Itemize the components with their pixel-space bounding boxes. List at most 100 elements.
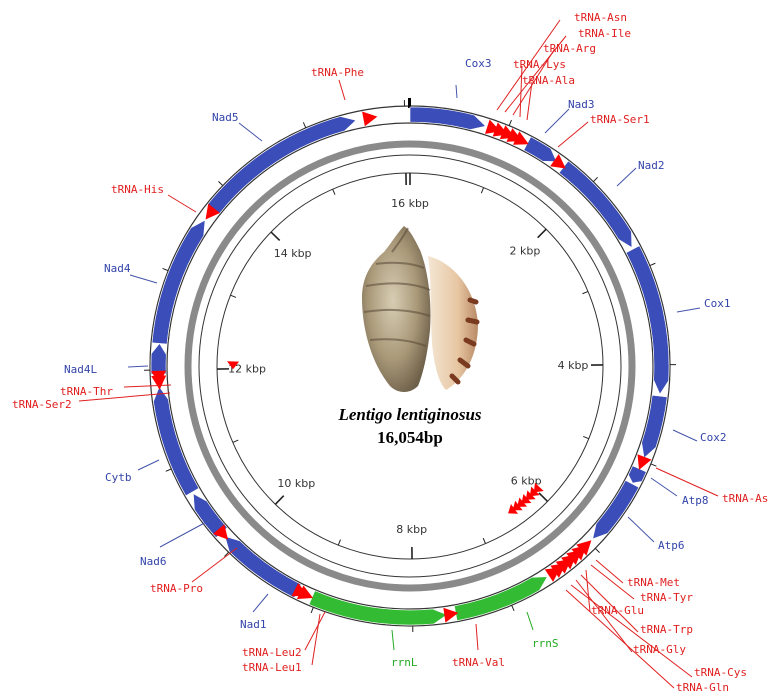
label-trna-met: tRNA-Met — [627, 576, 680, 589]
gene-nad5-arrow — [207, 117, 355, 214]
label-trna-val: tRNA-Val — [452, 656, 505, 669]
label-trna-thr: tRNA-Thr — [60, 385, 113, 398]
leader-line — [651, 478, 677, 496]
scale-tick — [481, 188, 483, 194]
outer-tick — [595, 548, 599, 552]
label-trna-trp: tRNA-Trp — [640, 623, 693, 636]
label-trna-tyr: tRNA-Tyr — [640, 591, 693, 604]
leader-line — [239, 123, 262, 141]
label-nad4: Nad4 — [104, 262, 131, 275]
label-trna-ala: tRNA-Ala — [522, 74, 575, 87]
label-trna-glu: tRNA-Glu — [591, 604, 644, 617]
leader-line — [312, 614, 320, 665]
label-nad5: Nad5 — [212, 111, 239, 124]
outer-tick — [166, 469, 172, 471]
leader-line — [124, 385, 171, 387]
leader-line — [617, 168, 636, 186]
leader-line — [456, 85, 457, 98]
outer-tick — [311, 607, 313, 613]
leader-line — [192, 548, 237, 582]
label-rrnl: rrnL — [391, 656, 418, 669]
label-cox2: Cox2 — [700, 431, 727, 444]
scale-tick — [233, 440, 239, 442]
gene-nad4-arrow — [152, 220, 205, 344]
leader-line — [628, 517, 654, 542]
label-trna-cys: tRNA-Cys — [694, 666, 747, 679]
label-trna-arg: tRNA-Arg — [543, 42, 596, 55]
leader-line — [339, 80, 345, 100]
label-nad4l: Nad4L — [64, 363, 97, 376]
leader-line — [558, 122, 588, 147]
gene-nad2-arrow — [559, 161, 632, 248]
label-rrns: rrnS — [532, 637, 559, 650]
outer-tick — [218, 181, 222, 185]
leader-line — [253, 594, 268, 612]
leader-line — [586, 570, 590, 612]
label-trna-asn: tRNA-Asn — [574, 11, 627, 24]
scale-label: 16 kbp — [391, 197, 429, 210]
scale-label: 14 kbp — [274, 247, 312, 260]
leader-line — [168, 195, 196, 212]
label-trna-pro: tRNA-Pro — [150, 582, 203, 595]
leader-line — [392, 630, 394, 650]
leader-line — [527, 82, 532, 120]
leader-line — [160, 520, 210, 547]
species-name: Lentigo lentiginosus — [337, 405, 481, 424]
leader-line — [476, 624, 478, 650]
scale-tick — [271, 232, 280, 240]
label-trna-lys: tRNA-Lys — [513, 58, 566, 71]
scale-tick — [333, 189, 335, 195]
label-trna-his: tRNA-His — [111, 183, 164, 196]
leader-line — [656, 468, 718, 496]
scale-label: 10 kbp — [277, 477, 315, 490]
leader-line — [677, 308, 700, 312]
scale-label: 2 kbp — [510, 244, 541, 257]
label-atp8: Atp8 — [682, 494, 709, 507]
label-trna-ser2: tRNA-Ser2 — [12, 398, 72, 411]
scale-tick — [538, 229, 546, 238]
leader-line — [128, 366, 148, 367]
gene-nad4l-arrow — [151, 343, 166, 374]
outer-tick — [593, 177, 597, 181]
scale-tick — [483, 538, 485, 544]
label-cox1: Cox1 — [704, 297, 731, 310]
gene-atp6-arrow — [593, 480, 639, 539]
leader-line — [138, 460, 159, 470]
leader-line — [130, 275, 157, 283]
label-trna-leu1: tRNA-Leu1 — [242, 661, 302, 674]
label-trna-gln: tRNA-Gln — [676, 681, 729, 694]
label-nad1: Nad1 — [240, 618, 267, 631]
trna-phe-marker — [362, 111, 377, 126]
label-nad6: Nad6 — [140, 555, 167, 568]
scale-tick — [583, 436, 589, 438]
label-nad3: Nad3 — [568, 98, 595, 111]
shell-image — [362, 226, 478, 392]
scale-tick — [275, 496, 283, 505]
scale-tick — [539, 493, 548, 501]
label-trna-ser1: tRNA-Ser1 — [590, 113, 650, 126]
label-trna-leu2: tRNA-Leu2 — [242, 646, 302, 659]
scale-tick — [582, 291, 588, 293]
genome-title: Lentigo lentiginosus 16,054bp — [337, 405, 481, 447]
leader-line — [673, 430, 697, 441]
scale-label: 8 kbp — [396, 523, 427, 536]
label-cytb: Cytb — [105, 471, 132, 484]
outer-tick — [163, 268, 169, 270]
label-atp6: Atp6 — [658, 539, 685, 552]
label-cox3: Cox3 — [465, 57, 492, 70]
outer-tick — [512, 605, 514, 611]
scale-label: 4 kbp — [558, 359, 589, 372]
label-trna-gly: tRNA-Gly — [633, 643, 686, 656]
gene-nad1-arrow — [225, 536, 301, 597]
outer-tick — [303, 122, 305, 128]
leader-line — [527, 612, 533, 630]
scale-tick — [230, 295, 236, 297]
genome-length: 16,054bp — [377, 428, 443, 447]
label-trna-ile: tRNA-Ile — [578, 27, 631, 40]
label-trna-asp: tRNA-Asp — [722, 492, 768, 505]
origin-marker — [408, 98, 411, 108]
leader-line — [545, 109, 569, 133]
outer-tick — [651, 464, 657, 466]
